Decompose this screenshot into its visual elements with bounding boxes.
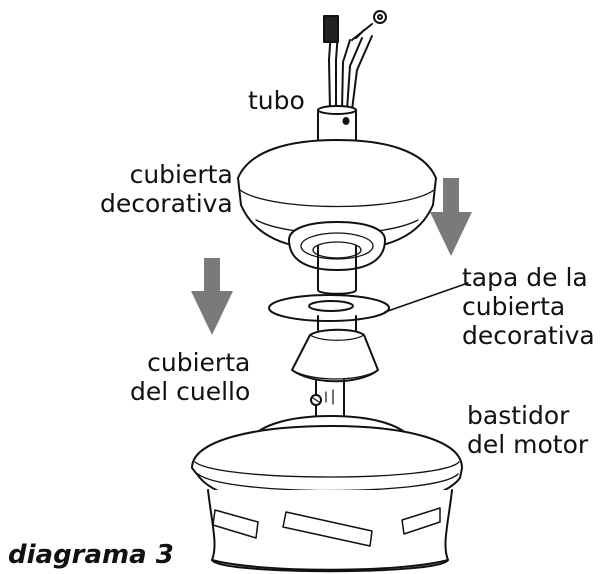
collar-cover xyxy=(291,328,379,383)
diagram-caption: diagrama 3 xyxy=(8,540,174,570)
canopy-cap xyxy=(268,294,390,322)
label-collar-cover-line-1: cubierta xyxy=(147,348,251,377)
motor-collar xyxy=(310,379,345,419)
downrod-lower xyxy=(317,315,357,331)
wires xyxy=(323,10,387,111)
label-collar-cover-line-2: del cuello xyxy=(130,377,251,406)
label-canopy-cap-line-2: cubierta xyxy=(462,292,566,321)
label-canopy-line-2: decorativa xyxy=(100,189,233,218)
label-downrod: tubo xyxy=(248,86,305,115)
motor-housing xyxy=(191,415,463,573)
label-motor-housing-line-2: del motor xyxy=(467,430,589,459)
label-canopy-cap-line-3: decorativa xyxy=(462,321,595,350)
label-canopy-cap-line-1: tapa de la xyxy=(462,263,588,292)
tapa-leader-line xyxy=(384,282,469,313)
down-arrow-left xyxy=(191,258,233,335)
downrod xyxy=(317,105,357,141)
down-arrow-right xyxy=(430,178,472,256)
canopy xyxy=(237,139,437,271)
label-collar-cover: cubierta del cuello xyxy=(130,348,250,406)
label-downrod-text: tubo xyxy=(248,86,305,115)
label-canopy: cubierta decorativa xyxy=(100,160,233,218)
label-canopy-line-1: cubierta xyxy=(129,160,233,189)
label-canopy-cap: tapa de la cubierta decorativa xyxy=(462,263,595,350)
downrod-middle xyxy=(317,245,357,295)
label-motor-housing: bastidor del motor xyxy=(467,401,588,459)
arrows xyxy=(191,178,472,335)
label-motor-housing-line-1: bastidor xyxy=(467,401,570,430)
